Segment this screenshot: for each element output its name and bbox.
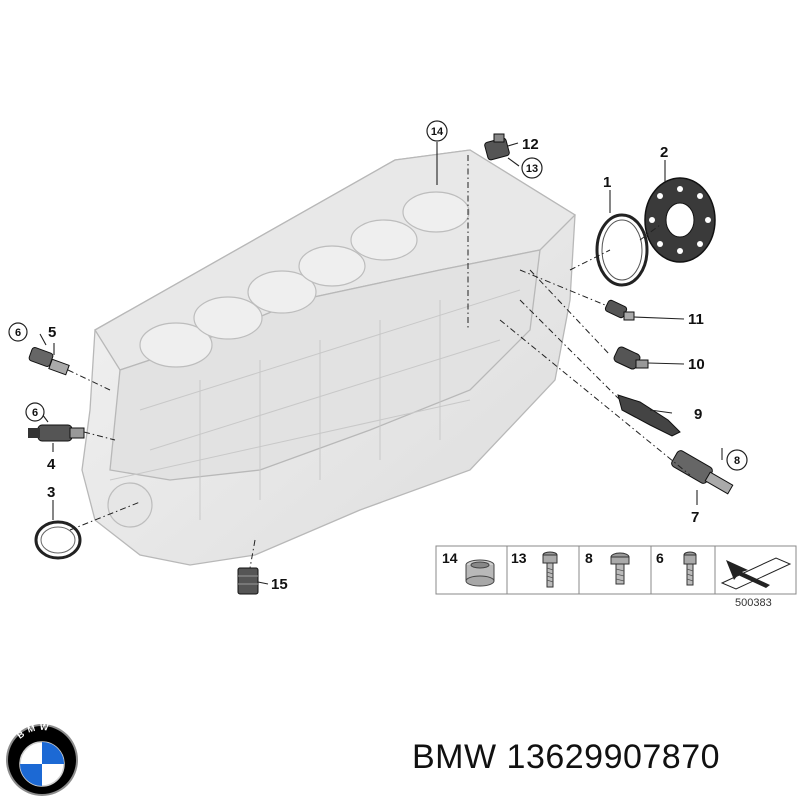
key-cell-13: 13 <box>511 550 558 588</box>
callout-5: 5 <box>48 324 56 341</box>
arrow-icon <box>720 557 792 590</box>
part-seal-3 <box>34 520 82 560</box>
part-sensor-7 <box>671 450 734 495</box>
callout-4: 4 <box>47 456 56 473</box>
callout-13-circle <box>521 157 543 179</box>
part-disc-2 <box>644 177 716 263</box>
leader-lines <box>39 142 723 585</box>
callout-8-circle <box>726 449 748 471</box>
cylinder-bores <box>139 191 470 368</box>
key-number-14: 14 <box>442 550 458 566</box>
key-cell-8: 8 <box>585 550 630 585</box>
parts-key-table: 14 13 8 <box>435 545 797 609</box>
callout-13: 13 <box>526 163 538 175</box>
part-ring-1 <box>595 213 649 287</box>
callout-6a: 6 <box>15 327 21 339</box>
part-sensor-5 <box>28 347 70 376</box>
key-number-6: 6 <box>656 550 664 566</box>
callout-14: 14 <box>431 126 444 138</box>
part-sensor-4 <box>28 424 85 442</box>
hex-bolt-icon <box>610 552 630 585</box>
callout-6b: 6 <box>32 407 38 419</box>
key-number-13: 13 <box>511 550 527 566</box>
callout-14-circle <box>426 120 448 142</box>
bolt-icon <box>542 551 558 588</box>
callout-2: 2 <box>660 144 668 161</box>
callout-10: 10 <box>688 356 705 373</box>
part-number-caption: BMW 13629907870 <box>412 738 721 776</box>
key-cell-14: 14 <box>442 550 495 587</box>
part-sensor-12 <box>484 133 510 161</box>
callout-8: 8 <box>734 455 740 467</box>
part-sensor-11 <box>604 299 635 321</box>
callout-9: 9 <box>694 406 702 423</box>
callout-1: 1 <box>603 174 611 191</box>
part-sensor-10 <box>613 346 649 370</box>
engine-block <box>81 149 577 566</box>
bmw-logo: BMW <box>6 722 78 796</box>
key-number-8: 8 <box>585 550 593 566</box>
part-rail-9 <box>617 394 681 437</box>
part-plug-15 <box>237 567 259 595</box>
callout-6b-circle <box>25 402 45 422</box>
callout-15: 15 <box>271 576 288 593</box>
socket-bolt-icon <box>683 551 697 586</box>
callout-3: 3 <box>47 484 55 501</box>
key-cell-6: 6 <box>656 550 697 586</box>
diagram-reference-number: 500383 <box>735 597 772 609</box>
callout-6a-circle <box>8 322 28 342</box>
callout-11: 11 <box>688 311 704 328</box>
callout-12: 12 <box>522 136 539 153</box>
callouts: 1 2 3 4 5 6 6 7 8 9 10 11 12 13 14 15 <box>8 120 748 593</box>
key-cell-arrow <box>720 557 792 590</box>
sleeve-icon <box>465 559 495 587</box>
callout-7: 7 <box>691 509 699 526</box>
